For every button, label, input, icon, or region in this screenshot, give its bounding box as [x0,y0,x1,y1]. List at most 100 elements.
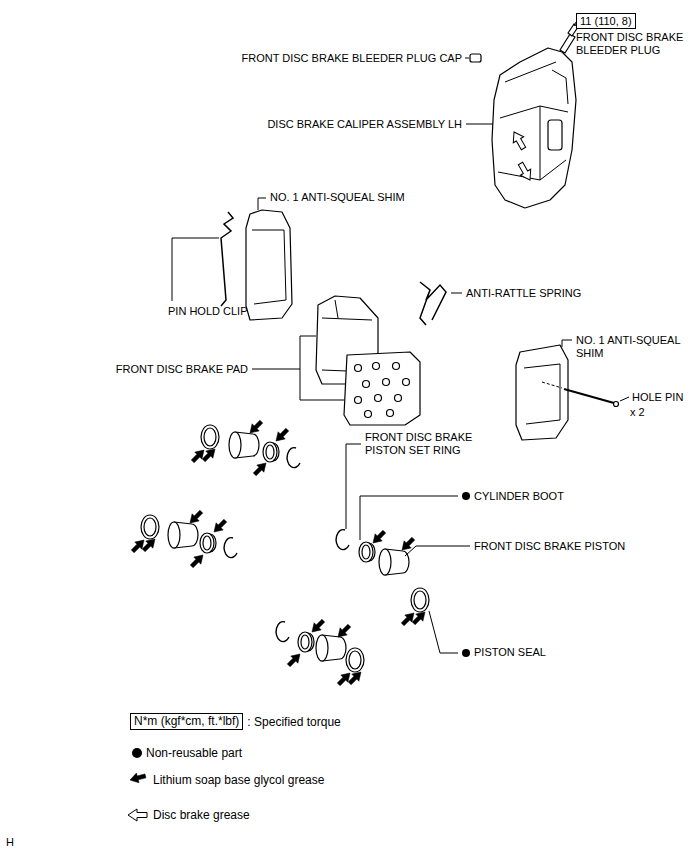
piston [379,549,409,575]
part-name: HOLE PIN [632,391,683,404]
part-name: FRONT DISC BRAKE PAD [116,363,248,376]
leader-line [346,444,361,529]
grease-arrow-white [509,129,529,151]
anti-rattle-spring [420,282,446,325]
grease-arrow [210,517,228,535]
piston [316,635,346,661]
pad-hole [387,410,394,417]
part-name: CYLINDER BOOT [474,490,564,503]
grease-arrow-white [515,161,535,183]
piston [229,432,259,458]
grease-arrow [129,536,147,554]
grease-arrow [186,508,204,526]
grease-arrow [251,459,269,477]
pad-hole [373,363,380,370]
non-reusable-dot [462,649,470,657]
caliper-window [548,120,562,150]
set-ring [224,538,237,558]
brake-pad [344,352,420,425]
leader-line [360,496,458,540]
grease-arrow [335,669,353,687]
bleeder-plug [560,34,575,53]
anti-squeal-shim [516,345,568,440]
grease-arrow [369,528,387,546]
hole-pin [564,389,614,403]
part-name: FRONT DISC BRAKE PISTON [474,540,625,553]
torque-value: 11 (110, 8) [580,14,632,28]
part-name: DISC BRAKE CALIPER ASSEMBLY LH [267,118,462,131]
anti-squeal-shim [246,210,292,320]
pad-hole [395,395,402,402]
grease-arrow [246,418,264,436]
piston [168,522,198,548]
piston-seal [346,648,364,672]
hole-pin-head [614,402,619,407]
torque-value: N*m (kgf*cm, ft.*lbf) [134,714,239,729]
torque-box: N*m (kgf*cm, ft.*lbf) [130,713,243,730]
set-ring [276,622,289,642]
leader-line [562,340,572,347]
leader-line [451,293,462,294]
leader-bracket [252,336,344,400]
pad-hole [393,363,400,370]
leader-line [429,611,458,653]
part-name: FRONT DISC BRAKE BLEEDER PLUG CAP [242,52,462,65]
caliper-detail [498,62,568,180]
shim-detail [252,230,286,304]
grease-arrow [398,535,416,553]
non-reusable-dot [132,748,142,758]
grease-arrow [285,650,303,668]
grease-arrow [346,668,364,686]
part-name: x 2 [630,406,645,419]
caliper-body [492,48,576,208]
leader-line [172,238,219,301]
legend-text: : Specified torque [247,715,340,729]
bleeder-cap [470,54,481,62]
set-ring [287,448,300,468]
grease-arrow [410,608,428,626]
dashed-line [542,382,562,388]
cylinder-boot [263,442,279,462]
part-name: NO. 1 ANTI-SQUEAL SHIM [270,191,405,204]
cylinder-boot [298,632,314,652]
pad-hole [383,379,390,386]
cylinder-boot [359,542,375,562]
part-name: NO. 1 ANTI-SQUEAL SHIM [576,334,686,360]
pad-hole [355,365,362,372]
grease-arrow [399,609,417,627]
part-name: FRONT DISC BRAKE BLEEDER PLUG [576,31,686,57]
legend-text: Disc brake grease [153,808,250,822]
part-name: FRONT DISC BRAKE PISTON SET RING [365,431,485,457]
grease-arrow [140,535,158,553]
pad-hole [355,397,362,404]
legend-text: Lithium soap base glycol grease [153,773,324,787]
shim-detail [524,364,560,424]
grease-arrow [272,426,290,444]
part-name: PISTON SEAL [474,646,546,659]
leader-line [465,58,469,59]
torque-box: 11 (110, 8) [576,13,636,29]
part-name: ANTI-RATTLE SPRING [466,287,581,300]
piston-seal [201,425,219,449]
legend-text: Non-reusable part [146,746,242,760]
leader-line [466,124,493,125]
leader-line [620,397,629,401]
pad-hole [363,381,370,388]
pad-hole [375,395,382,402]
part-name: H [6,836,14,849]
grease-arrow [334,622,352,640]
grease-arrow [189,446,207,464]
piston-seal [411,588,429,612]
non-reusable-dot [462,492,470,500]
grease-arrow [308,617,326,635]
pad-hole [403,379,410,386]
grease-arrow [188,551,206,569]
pad-hole [365,411,372,418]
leader-line [258,198,266,210]
part-name: PIN HOLD CLIP [168,305,247,318]
grease-arrow-white [128,809,147,821]
set-ring [336,530,349,550]
piston-seal [141,515,159,539]
grease-arrow [129,771,147,785]
